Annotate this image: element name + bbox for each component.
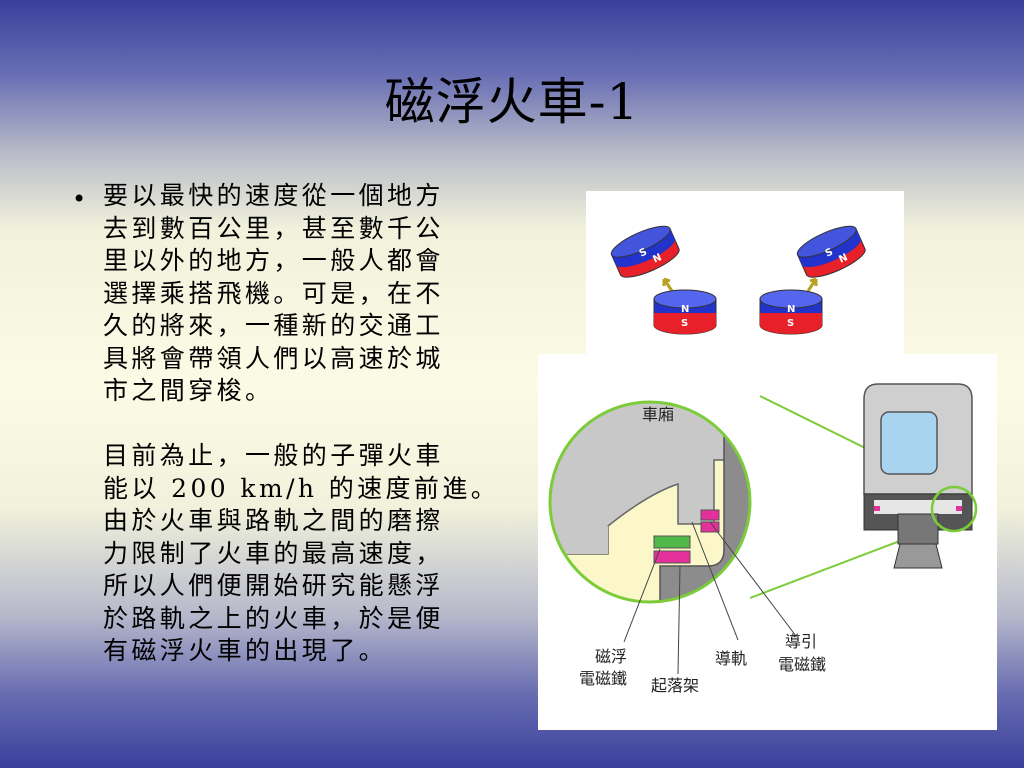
bullet-symbol: • (72, 185, 87, 213)
base-magnet-right: N S (759, 289, 823, 335)
svg-text:N: N (681, 304, 689, 315)
base-magnet-left: N S (653, 289, 717, 335)
label-levitation-magnet-line2: 電磁鐵 (579, 669, 627, 688)
svg-text:N: N (651, 252, 663, 265)
label-levitation-magnet-line1: 磁浮 (595, 647, 627, 666)
label-guidance-magnet-line1: 導引 (785, 632, 817, 651)
slide-title: 磁浮火車-1 (384, 73, 640, 131)
magnet-illustration: S N S N N S N S (610, 225, 866, 335)
paragraph-2-line: 於路軌之上的火車，於是便 (103, 603, 444, 633)
maglev-diagram-panel: 車廂 磁浮 電磁鐵 起落架 導軌 導引 電磁鐵 (538, 354, 997, 730)
leader-line (709, 521, 797, 637)
svg-text:S: S (681, 318, 688, 329)
paragraph-2-line: 目前為止，一般的子彈火車 (103, 441, 444, 470)
lifted-magnet-left: S N (610, 225, 680, 278)
paragraph-1-line: 市之間穿梭。 (103, 376, 274, 405)
leader-line (623, 548, 661, 643)
zoom-circle (548, 400, 752, 604)
paragraph-1-line: 要以最快的速度從一個地方 (103, 181, 444, 210)
label-guidance-magnet-line2: 電磁鐵 (778, 655, 826, 674)
maglev-diagram: 車廂 磁浮 電磁鐵 起落架 導軌 導引 電磁鐵 (548, 383, 978, 695)
paragraph-1-line: 具將會帶領人們以高速於城 (103, 343, 444, 373)
label-rail: 導軌 (715, 649, 747, 668)
svg-text:S: S (787, 318, 794, 329)
lifted-magnet-right: S N (796, 225, 866, 278)
svg-text:N: N (787, 304, 795, 315)
paragraph-1-line: 里以外的地方，一般人都會 (103, 246, 444, 275)
magnet-illustration-panel: S N S N N S N S (586, 191, 904, 354)
paragraph-1-line: 久的將來，一種新的交通工 (103, 311, 444, 340)
svg-text:S: S (638, 247, 649, 260)
paragraph-2-line: 所以人們便開始研究能懸浮 (103, 571, 444, 600)
slide-body-text: 要以最快的速度從一個地方 去到數百公里，甚至數千公 里以外的地方，一般人都會 選… (103, 180, 543, 668)
label-landing-gear: 起落架 (651, 676, 699, 695)
paragraph-1-line: 去到數百公里，甚至數千公 (103, 213, 444, 243)
repel-arrow-icon (662, 277, 674, 292)
train-cross-section (863, 383, 978, 569)
svg-text:N: N (837, 252, 849, 265)
leader-line (677, 565, 681, 675)
label-car: 車廂 (642, 405, 674, 424)
leader-line (691, 521, 739, 641)
paragraph-2-line: 能以 200 km/h 的速度前進。 (103, 473, 500, 503)
paragraph-2-line: 力限制了火車的最高速度， (103, 538, 444, 568)
paragraph-1-line: 選擇乘搭飛機。可是，在不 (103, 278, 444, 308)
repel-arrow-icon (806, 277, 818, 292)
paragraph-2-line: 有磁浮火車的出現了。 (103, 636, 388, 665)
paragraph-2-line: 由於火車與路軌之間的磨擦 (103, 506, 444, 535)
svg-text:S: S (824, 247, 835, 260)
